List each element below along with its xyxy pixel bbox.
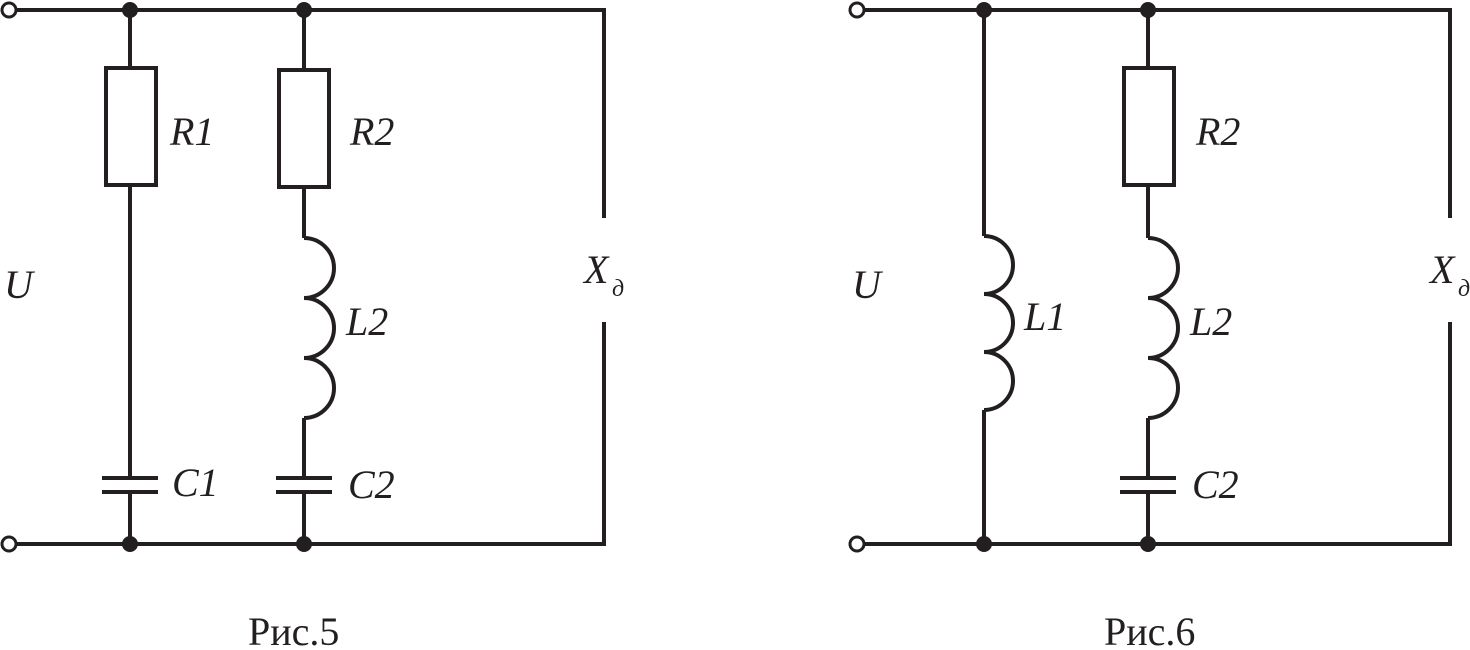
fig6-load-label: X (1428, 247, 1456, 292)
fig6-node-top-1 (976, 2, 992, 18)
fig5-terminal-bottom (0, 535, 18, 553)
fig5-terminal-top (0, 1, 18, 19)
fig6-node-bottom-1 (976, 536, 992, 552)
fig6-bottom-rail (864, 322, 1452, 546)
fig5-load-subscript: д (612, 276, 624, 302)
fig5-bottom-rail (16, 322, 606, 546)
fig6-branch-2: R2 L2 C2 (1120, 2, 1240, 552)
fig5-label-r2: R2 (349, 109, 394, 154)
fig5-node-bottom-1 (122, 536, 138, 552)
fig5-resistor-r1 (104, 66, 158, 187)
fig6-label-l1: L1 (1023, 294, 1066, 339)
fig5-caption: Рис.5 (248, 609, 339, 650)
fig6-top-rail (864, 8, 1452, 218)
fig5-source-label: U (4, 262, 36, 307)
fig6-load-subscript: д (1458, 276, 1470, 302)
figure-5: R1 C1 R2 L2 C2 U X д Рис.5 (0, 1, 624, 650)
fig5-label-c2: C2 (348, 462, 395, 507)
fig5-label-l2: L2 (345, 299, 388, 344)
fig6-label-c2: C2 (1192, 462, 1239, 507)
fig6-source-label: U (852, 262, 884, 307)
fig5-branch-2: R2 L2 C2 (276, 2, 395, 552)
fig5-node-top-2 (296, 2, 312, 18)
fig6-terminal-top (848, 1, 866, 19)
fig6-label-l2: L2 (1189, 299, 1232, 344)
fig6-inductor-l2 (1147, 236, 1180, 420)
fig5-branch-1: R1 C1 (102, 2, 219, 552)
fig5-load-label: X (582, 247, 610, 292)
fig6-branch-1: L1 (976, 2, 1066, 552)
fig6-caption: Рис.6 (1104, 609, 1195, 650)
fig5-node-top-1 (122, 2, 138, 18)
fig6-node-top-2 (1140, 2, 1156, 18)
fig6-inductor-l1 (983, 234, 1015, 412)
fig5-resistor-r2 (277, 68, 331, 189)
fig6-terminal-bottom (848, 535, 866, 553)
fig5-label-r1: R1 (169, 109, 214, 154)
fig5-inductor-l2 (303, 236, 336, 420)
fig6-resistor-r2 (1122, 66, 1176, 187)
figure-6: L1 R2 L2 C2 U X д Рис.6 (848, 1, 1470, 650)
fig6-node-bottom-2 (1140, 536, 1156, 552)
fig5-node-bottom-2 (296, 536, 312, 552)
fig5-top-rail (16, 8, 606, 218)
fig5-label-c1: C1 (172, 460, 219, 505)
fig6-label-r2: R2 (1195, 109, 1240, 154)
